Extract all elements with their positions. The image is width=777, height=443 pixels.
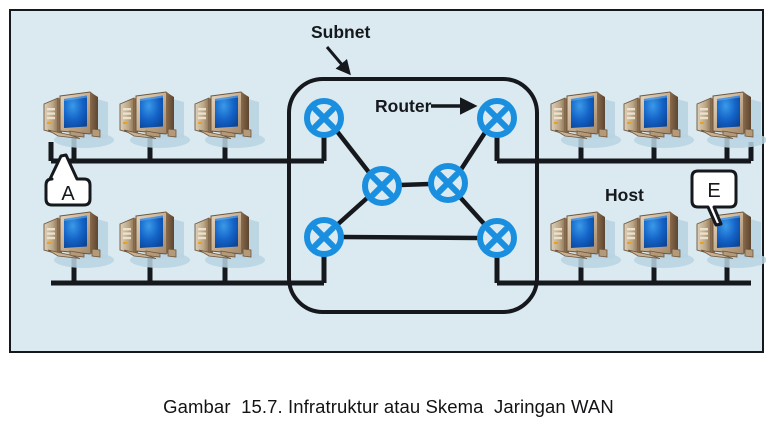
- router-top-right[interactable]: [480, 101, 514, 135]
- right-bottom-host-2[interactable]: [623, 211, 695, 269]
- subnet-label-group: Subnet: [311, 22, 370, 76]
- link-bottomleft-bottomright: [339, 234, 482, 241]
- left-bottom-host-2[interactable]: [119, 211, 191, 269]
- diagram-panel: Subnet Router Host A E: [9, 9, 766, 353]
- callout-e: E: [690, 169, 738, 227]
- router-top-left[interactable]: [307, 101, 341, 135]
- left-top-host-1[interactable]: [43, 91, 115, 149]
- link-midleft-midright: [397, 181, 433, 188]
- link-midright-topright: [457, 128, 489, 174]
- network-diagram: Subnet Router Host A E: [43, 22, 766, 314]
- subnet-boundary: [287, 77, 539, 314]
- link-midright-bottomright: [456, 193, 489, 229]
- router-mid-right[interactable]: [431, 166, 465, 200]
- router-label-group: Router: [375, 96, 478, 116]
- link-topleft-midleft: [333, 127, 374, 178]
- host-label: Host: [605, 185, 644, 205]
- router-bus-stubs: [321, 135, 500, 283]
- host-computers: [43, 91, 766, 269]
- callout-a-letter: A: [61, 183, 75, 205]
- router-links: [333, 127, 489, 241]
- callout-e-bubble: [690, 169, 738, 227]
- left-top-host-2[interactable]: [119, 91, 191, 149]
- router-nodes: [307, 101, 514, 255]
- right-bottom-host-1[interactable]: [550, 211, 622, 269]
- right-bottom-host-3[interactable]: [696, 211, 766, 269]
- router-bottom-left[interactable]: [307, 220, 341, 254]
- right-top-host-2[interactable]: [623, 91, 695, 149]
- callout-a: A: [44, 153, 92, 207]
- left-top-host-3[interactable]: [194, 91, 266, 149]
- subnet-pointer-arrow: [325, 46, 351, 76]
- right-top-host-1[interactable]: [550, 91, 622, 149]
- router-bottom-right[interactable]: [480, 221, 514, 255]
- left-bottom-host-1[interactable]: [43, 211, 115, 269]
- callout-e-letter: E: [707, 180, 720, 202]
- figure-caption: Gambar 15.7. Infratruktur atau Skema Jar…: [163, 396, 614, 417]
- subnet-label: Subnet: [311, 22, 370, 42]
- callout-a-bubble: [44, 153, 92, 207]
- right-top-host-3[interactable]: [696, 91, 766, 149]
- left-bottom-host-3[interactable]: [194, 211, 266, 269]
- router-label: Router: [375, 96, 432, 116]
- router-mid-left[interactable]: [365, 169, 399, 203]
- link-midleft-bottomleft: [334, 196, 369, 228]
